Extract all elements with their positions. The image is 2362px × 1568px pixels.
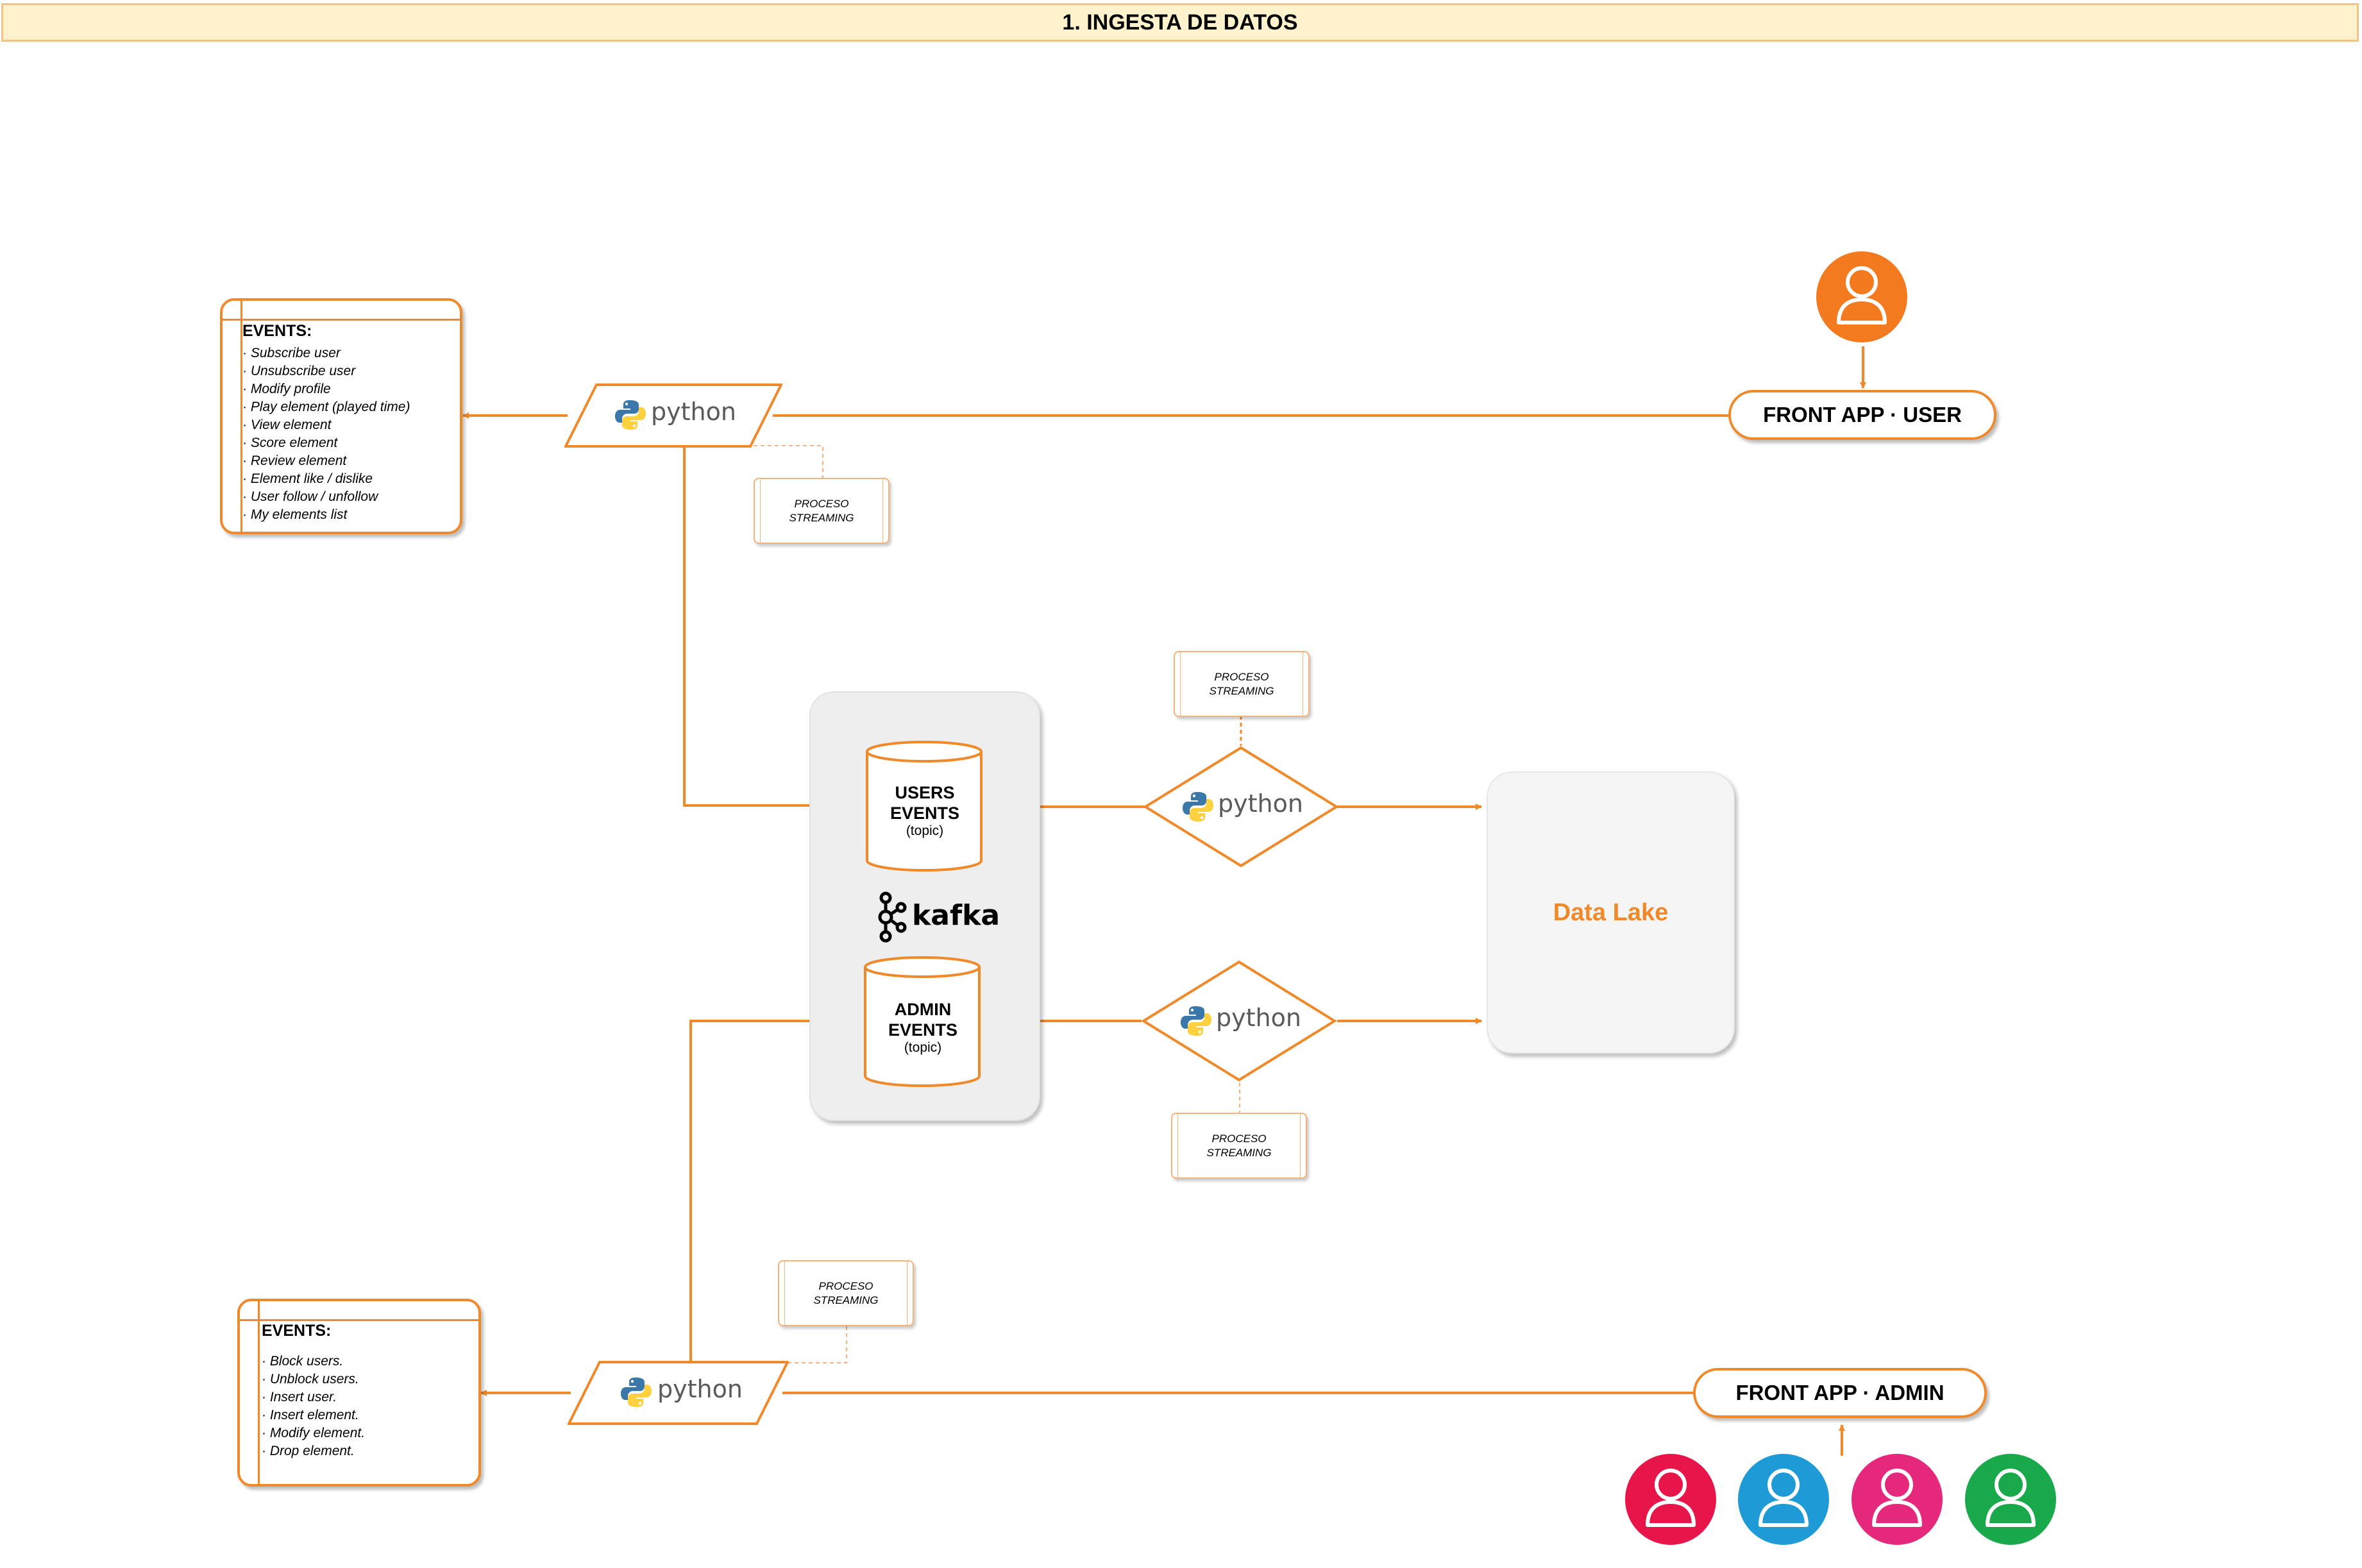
event-item: · Score element — [242, 435, 338, 450]
user-events-box: EVENTS: · Subscribe user · Unsubscribe u… — [220, 298, 462, 534]
note-link-1 — [718, 445, 823, 478]
python-label: python — [651, 398, 736, 426]
admin-topic-line1: ADMIN — [894, 1000, 952, 1019]
event-item: · Review element — [242, 453, 347, 468]
admin-events-list: · Block users. · Unblock users. · Insert… — [262, 1353, 365, 1460]
admin-user-icon-blue — [1734, 1450, 1833, 1549]
admin-events-label: ADMIN EVENTS (topic) — [809, 999, 1037, 1056]
box-divider-vertical — [240, 301, 242, 532]
event-item: · Drop element. — [262, 1444, 355, 1458]
box-divider-vertical — [258, 1301, 260, 1484]
parallelogram-shape — [568, 1361, 789, 1425]
users-topic-line2: EVENTS — [890, 804, 960, 823]
note-link-4 — [782, 1326, 847, 1363]
event-item: · Subscribe user — [242, 346, 341, 360]
parallelogram-shape — [564, 384, 782, 448]
python-label: python — [1216, 1004, 1301, 1032]
event-item: · Play element (played time) — [242, 400, 410, 414]
admin-topic-line2: EVENTS — [888, 1020, 958, 1040]
note-line1: PROCESO — [818, 1279, 873, 1292]
kafka-cluster: USERS EVENTS (topic) kafka ADMIN EVENTS … — [809, 691, 1040, 1121]
front-app-user-label: FRONT APP · USER — [1763, 403, 1962, 426]
event-item: · Modify profile — [242, 382, 331, 396]
note-line1: PROCESO — [1214, 670, 1269, 683]
note-line1: PROCESO — [794, 497, 849, 510]
python-process-admin-topic: python — [1142, 960, 1337, 1082]
front-app-admin: FRONT APP · ADMIN — [1693, 1368, 1987, 1418]
python-logo-icon — [1181, 1006, 1211, 1036]
event-item: · Unblock users. — [262, 1372, 359, 1387]
users-events-topic-cylinder — [866, 741, 983, 872]
event-item: · Unsubscribe user — [242, 364, 356, 378]
users-events-label: USERS EVENTS (topic) — [811, 782, 1039, 839]
python-process-user: python — [564, 384, 782, 448]
box-divider-horizontal — [223, 319, 460, 321]
admin-topic-sub: (topic) — [904, 1040, 942, 1055]
note-line2: STREAMING — [1206, 1146, 1272, 1159]
python-label: python — [657, 1375, 743, 1403]
python-process-admin: python — [568, 1361, 789, 1425]
admin-user-icon-green — [1961, 1450, 2060, 1549]
section-header: 1. INGESTA DE DATOS — [1, 3, 2359, 42]
python-logo-icon — [621, 1378, 652, 1407]
data-lake-label: Data Lake — [1553, 898, 1669, 926]
note-line2: STREAMING — [1209, 684, 1274, 697]
edge-python-to-kafka-users — [683, 446, 809, 807]
event-item: · Element like / dislike — [242, 471, 373, 486]
python-label: python — [1218, 789, 1303, 818]
admin-events-title: EVENTS: — [262, 1322, 332, 1340]
note-line1: PROCESO — [1211, 1132, 1267, 1145]
python-logo-icon — [615, 400, 646, 430]
event-item: · My elements list — [242, 507, 348, 522]
note-line2: STREAMING — [813, 1294, 879, 1306]
admin-events-box: EVENTS: · Block users. · Unblock users. … — [237, 1299, 481, 1487]
event-item: · Block users. — [262, 1354, 344, 1369]
event-item: · Modify element. — [262, 1426, 366, 1440]
data-lake: Data Lake — [1487, 771, 1735, 1054]
event-item: · User follow / unfollow — [242, 489, 378, 504]
kafka-label: kafka — [912, 899, 1000, 932]
python-logo-icon — [1183, 792, 1213, 822]
event-item: · Insert element. — [262, 1408, 359, 1422]
users-topic-line1: USERS — [895, 783, 955, 802]
admin-events-topic-cylinder — [864, 956, 981, 1087]
user-events-list: · Subscribe user · Unsubscribe user · Mo… — [242, 344, 410, 524]
admin-user-icon-magenta — [1848, 1450, 1946, 1549]
users-topic-sub: (topic) — [906, 823, 944, 838]
note-line2: STREAMING — [789, 511, 854, 524]
kafka-logo-icon — [878, 891, 907, 943]
diamond-shape — [1143, 746, 1338, 868]
admin-user-icon-red — [1621, 1450, 1720, 1549]
event-item: · Insert user. — [262, 1390, 337, 1404]
edge-python-admin-to-kafka — [689, 1020, 809, 1363]
proceso-streaming-note-4: PROCESO STREAMING — [778, 1260, 914, 1326]
event-item: · View element — [242, 417, 332, 432]
user-icon — [1812, 248, 1911, 346]
user-events-title: EVENTS: — [242, 322, 312, 340]
diamond-shape — [1142, 960, 1337, 1082]
section-title: 1. INGESTA DE DATOS — [1062, 10, 1298, 35]
python-process-users-topic: python — [1143, 746, 1338, 868]
front-app-user: FRONT APP · USER — [1728, 390, 1996, 440]
front-app-admin-label: FRONT APP · ADMIN — [1735, 1381, 1944, 1404]
box-divider-horizontal — [240, 1319, 478, 1321]
